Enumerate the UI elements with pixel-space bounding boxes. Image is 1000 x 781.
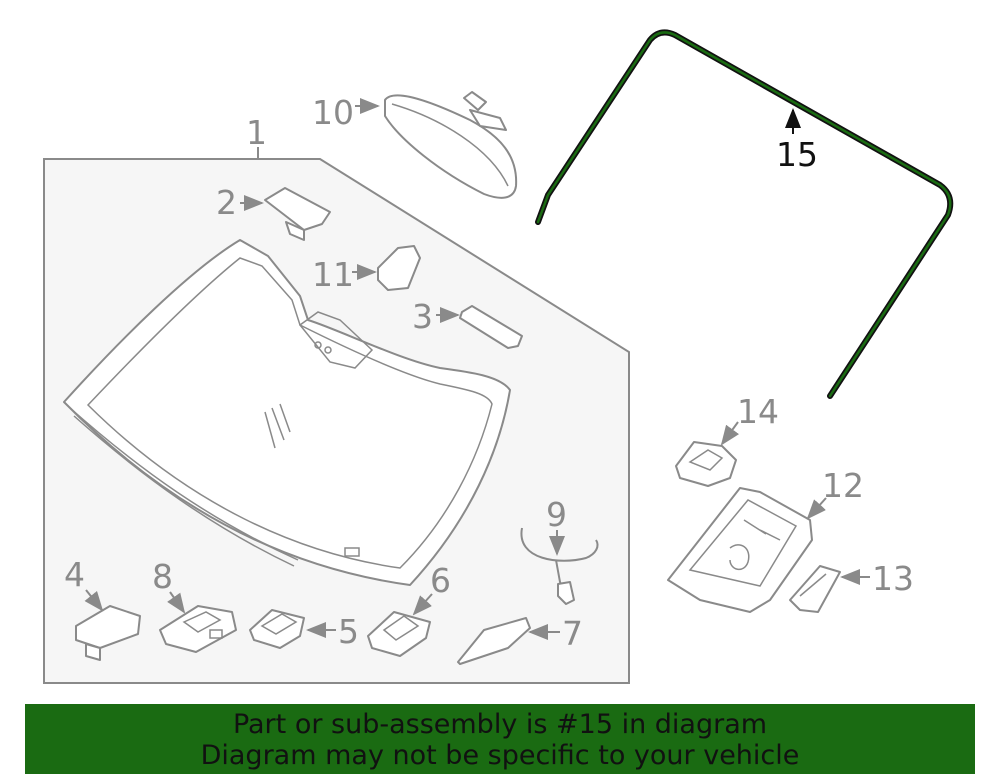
callout-1: 1 bbox=[246, 113, 267, 152]
overhead-console-part-12 bbox=[667, 487, 813, 613]
clip-part-6 bbox=[367, 611, 431, 657]
wire-harness-part-9 bbox=[520, 527, 599, 605]
callout-6: 6 bbox=[430, 561, 451, 600]
bracket-part-13 bbox=[789, 565, 841, 613]
callout-13: 13 bbox=[872, 559, 914, 598]
clip-part-4 bbox=[75, 605, 141, 661]
callout-10: 10 bbox=[312, 93, 354, 132]
sensor-bracket-part-8 bbox=[159, 605, 237, 653]
parts-diagram: 1 2 3 11 10 15 14 bbox=[43, 29, 954, 684]
banner-line-2: Diagram may not be specific to your vehi… bbox=[200, 740, 800, 771]
callout-2: 2 bbox=[216, 183, 237, 222]
callout-5: 5 bbox=[338, 612, 359, 651]
molding-strip-part-3 bbox=[459, 305, 523, 349]
callout-4: 4 bbox=[64, 555, 85, 594]
rearview-mirror-part-10 bbox=[384, 91, 518, 199]
clip-part-5 bbox=[249, 609, 305, 649]
windshield-glass bbox=[63, 239, 511, 586]
banner-line-1: Part or sub-assembly is #15 in diagram bbox=[232, 709, 768, 740]
info-banner: Part or sub-assembly is #15 in diagram D… bbox=[25, 704, 975, 774]
callout-12: 12 bbox=[822, 466, 864, 505]
callout-11: 11 bbox=[312, 255, 354, 294]
callout-7: 7 bbox=[562, 614, 583, 653]
callout-9: 9 bbox=[546, 495, 567, 534]
camera-cover-part-11 bbox=[377, 245, 421, 291]
callout-3: 3 bbox=[412, 297, 433, 336]
callout-8: 8 bbox=[152, 557, 173, 596]
clip-part-14 bbox=[675, 441, 737, 487]
weatherstrip-part-15 bbox=[535, 29, 954, 399]
sensor-cover-part-2 bbox=[264, 187, 331, 241]
callout-15: 15 bbox=[776, 135, 818, 174]
callout-14: 14 bbox=[737, 392, 779, 431]
